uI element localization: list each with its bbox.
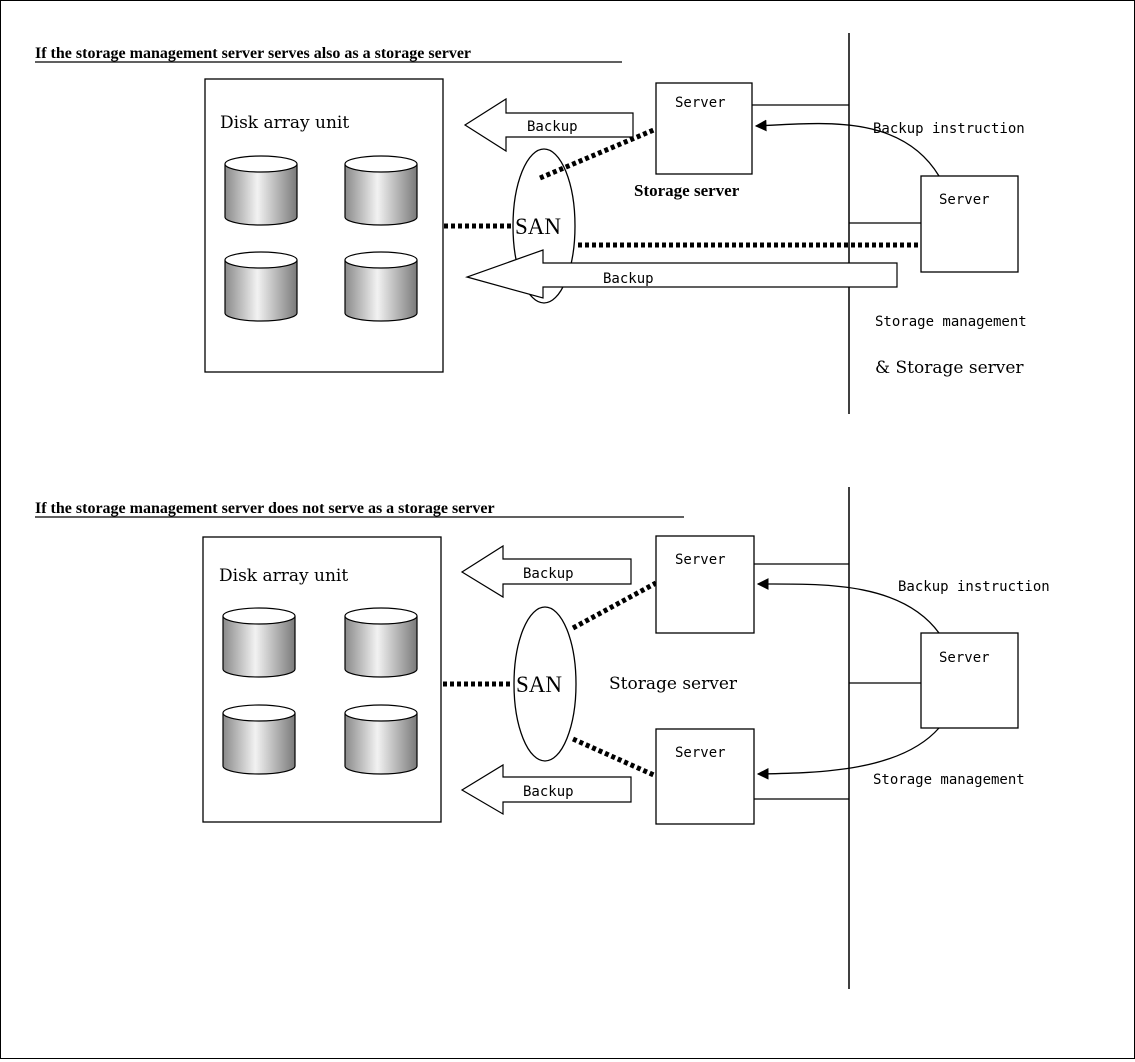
san-ellipse-2 — [513, 606, 577, 762]
dotted-link-san-server-2b — [571, 736, 658, 779]
disk-cylinder-icon — [222, 704, 296, 775]
disk-cylinder-icon — [224, 155, 298, 226]
storage-server-caption-2: Storage server — [609, 674, 738, 694]
server-label-2a: Server — [675, 552, 726, 568]
disk-cylinder-icon — [222, 607, 296, 678]
server-label-2c: Server — [939, 650, 990, 666]
management-server-box-1 — [920, 175, 1019, 273]
instruction-label-1: Backup instruction — [873, 121, 1025, 137]
backup-label-2b: Backup — [523, 784, 574, 800]
backup-arrow-icon — [465, 249, 898, 299]
backup-arrow-icon — [460, 763, 632, 816]
diagram-2: If the storage management server does no… — [35, 487, 1050, 989]
mgmt-caption-2: Storage management — [873, 772, 1025, 788]
instruction-arrow-2b — [756, 727, 940, 780]
server-label-1b: Server — [939, 192, 990, 208]
instruction-label-2: Backup instruction — [898, 579, 1050, 595]
disk-array-label-2: Disk array unit — [219, 566, 348, 586]
dotted-link-san-server-2a — [571, 580, 658, 631]
disk-array-unit-2 — [202, 536, 442, 823]
diagram-2-title: If the storage management server does no… — [35, 500, 495, 517]
instruction-arrow-2a — [756, 578, 940, 634]
instruction-arrow-1 — [754, 119, 940, 177]
disk-cylinder-icon — [344, 155, 418, 226]
disk-array-unit-1 — [204, 78, 444, 373]
backup-label-1b: Backup — [603, 271, 654, 287]
mgmt-caption-1a: Storage management — [875, 314, 1027, 330]
mgmt-caption-1b: & Storage server — [875, 358, 1024, 378]
backup-label-2a: Backup — [523, 566, 574, 582]
backup-arrow-icon — [460, 544, 632, 599]
disk-array-label-1: Disk array unit — [220, 113, 349, 133]
management-server-box-2 — [920, 632, 1019, 729]
storage-server-box-2a — [655, 535, 755, 634]
server-label-1a: Server — [675, 95, 726, 111]
disk-cylinder-icon — [344, 704, 418, 775]
san-label-1: SAN — [515, 214, 561, 239]
backup-arrow-icon — [463, 97, 634, 153]
storage-server-caption-1: Storage server — [634, 181, 740, 200]
storage-server-box-1 — [655, 82, 753, 175]
server-label-2b: Server — [675, 745, 726, 761]
diagram-1: If the storage management server serves … — [35, 33, 1027, 414]
disk-cylinder-icon — [224, 251, 298, 322]
disk-cylinder-icon — [344, 607, 418, 678]
storage-server-box-2b — [655, 728, 755, 825]
diagram-1-title: If the storage management server serves … — [35, 45, 471, 62]
disk-cylinder-icon — [344, 251, 418, 322]
backup-label-1a: Backup — [527, 119, 578, 135]
san-label-2: SAN — [516, 672, 562, 697]
